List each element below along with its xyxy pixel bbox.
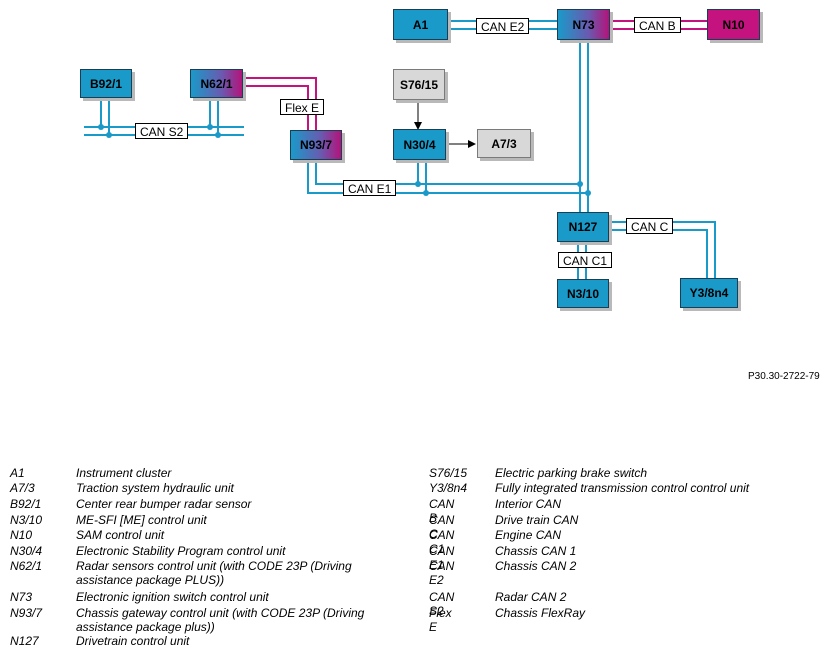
legend-code: B92/1 (10, 497, 42, 511)
bus-label-can-s2: CAN S2 (135, 123, 189, 139)
legend-code: A7/3 (10, 481, 35, 495)
legend-code: N62/1 (10, 559, 43, 573)
legend-code: CAN B (429, 497, 455, 525)
legend-description-line: Radar sensors control unit (with CODE 23… (76, 559, 352, 573)
legend-code: N30/4 (10, 544, 43, 558)
legend-description-line: SAM control unit (76, 528, 165, 542)
node-n93-7: N93/7 (290, 130, 342, 160)
legend-description: ME-SFI [ME] control unit (76, 513, 207, 527)
legend-code: Y3/8n4 (429, 481, 468, 495)
legend-description: Chassis CAN 2 (495, 559, 576, 573)
legend-description: Chassis CAN 1 (495, 544, 576, 558)
legend-description-line: Chassis CAN 1 (495, 544, 577, 558)
legend-description-line: Electronic ignition switch control unit (76, 590, 269, 604)
legend-description-line: Instrument cluster (76, 466, 172, 480)
legend-code: CAN E1 (429, 544, 455, 572)
legend-description-line: Engine CAN (495, 528, 562, 542)
legend-code: A1 (10, 466, 25, 480)
legend-code: CAN C (429, 513, 455, 541)
legend-description: Chassis FlexRay (495, 606, 585, 620)
legend-description: Radar sensors control unit (with CODE 23… (76, 559, 352, 587)
legend-description-line: assistance package plus)) (76, 620, 215, 634)
figure-reference: P30.30-2722-79 (748, 371, 820, 382)
bus-label-can-e2: CAN E2 (476, 18, 530, 34)
legend-code: CAN S2 (429, 590, 455, 618)
bus-can-e1-nodes (415, 181, 591, 196)
legend-description-line: assistance package PLUS)) (76, 573, 225, 587)
legend-description: SAM control unit (76, 528, 164, 542)
legend-code: N73 (10, 590, 33, 604)
legend-code: Flex E (429, 606, 452, 634)
legend-description-line: Interior CAN (495, 497, 562, 511)
legend-description: Electronic ignition switch control unit (76, 590, 269, 604)
legend-code: CAN C1 (429, 528, 455, 556)
bus-label-can-e1: CAN E1 (343, 180, 397, 196)
legend-description: Radar CAN 2 (495, 590, 566, 604)
node-n3-10: N3/10 (557, 279, 609, 308)
legend-description-line: Fully integrated transmission control co… (495, 481, 750, 495)
legend-description-line: Chassis FlexRay (495, 606, 586, 620)
legend-description-line: Chassis CAN 2 (495, 559, 577, 573)
node-n30-4: N30/4 (393, 129, 446, 160)
legend-description: Chassis gateway control unit (with CODE … (76, 606, 364, 634)
legend-description-line: ME-SFI [ME] control unit (76, 513, 207, 527)
legend-description: Electronic Stability Program control uni… (76, 544, 285, 558)
legend-description-line: Chassis gateway control unit (with CODE … (76, 606, 365, 620)
legend-code: S76/15 (429, 466, 468, 480)
legend-description-line: Electric parking brake switch (495, 466, 648, 480)
bus-label-flex-e: Flex E (280, 99, 325, 115)
bus-lines (84, 20, 716, 279)
node-n73: N73 (557, 9, 610, 40)
legend-description: Center rear bumper radar sensor (76, 497, 251, 511)
bus-can-s2-nodes (98, 124, 221, 138)
bus-can-e1 (307, 40, 589, 212)
legend-description: Interior CAN (495, 497, 561, 511)
legend-description: Drive train CAN (495, 513, 578, 527)
legend-description-line: Drive train CAN (495, 513, 579, 527)
legend-description: Drivetrain control unit (76, 634, 189, 648)
legend-description: Engine CAN (495, 528, 561, 542)
legend-description-line: Center rear bumper radar sensor (76, 497, 252, 511)
legend-code: N127 (10, 634, 39, 648)
node-b92-1: B92/1 (80, 69, 132, 98)
legend-code: CAN E2 (429, 559, 455, 587)
node-n127: N127 (557, 212, 609, 242)
legend-description-line: Drivetrain control unit (76, 634, 190, 648)
bus-label-can-c1: CAN C1 (558, 252, 613, 268)
legend-code: N10 (10, 528, 33, 542)
node-y3-8n4: Y3/8n4 (680, 278, 738, 308)
network-diagram: A1 N73 N10 B92/1 N62/1 S76/15 N93/7 N30/… (80, 9, 760, 308)
legend-code: N3/10 (10, 513, 43, 527)
legend-description-line: Electronic Stability Program control uni… (76, 544, 286, 558)
node-a1: A1 (393, 9, 448, 40)
bus-label-can-b: CAN B (634, 17, 681, 33)
node-n62-1: N62/1 (190, 69, 243, 98)
legend-code: N93/7 (10, 606, 43, 620)
legend-description: Electric parking brake switch (495, 466, 647, 480)
legend-description: Fully integrated transmission control co… (495, 481, 749, 495)
legend-description: Traction system hydraulic unit (76, 481, 234, 495)
legend-description: Instrument cluster (76, 466, 171, 480)
legend-description-line: Traction system hydraulic unit (76, 481, 234, 495)
node-s76-15: S76/15 (393, 69, 445, 100)
bus-label-can-c: CAN C (626, 218, 674, 234)
node-n10: N10 (707, 9, 760, 40)
legend-description-line: Radar CAN 2 (495, 590, 567, 604)
node-a7-3: A7/3 (477, 129, 531, 158)
